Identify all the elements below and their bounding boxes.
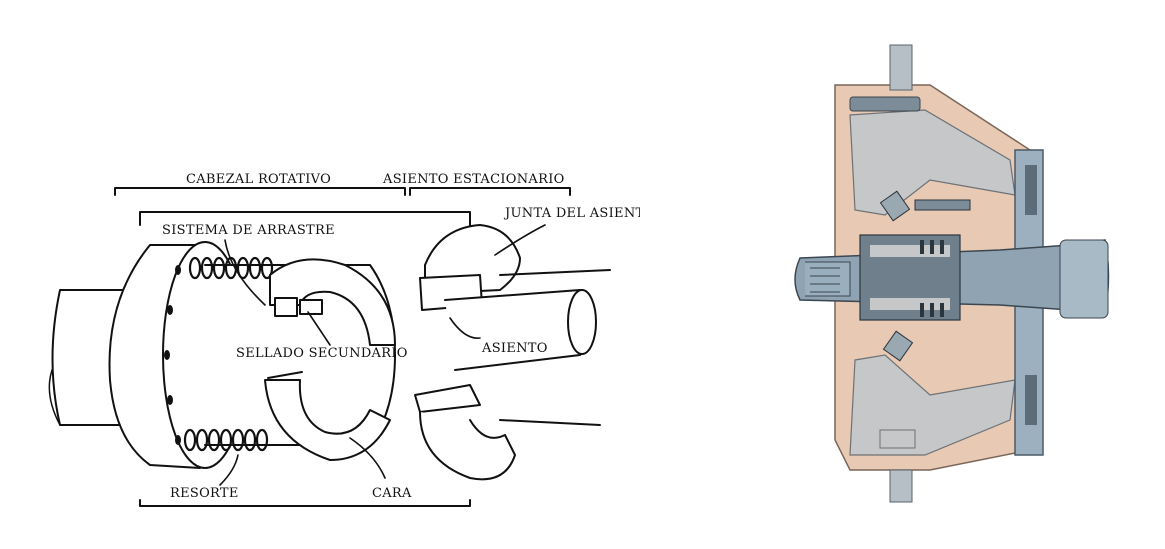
- mechanical-seal-diagram: CABEZAL ROTATIVO ASIENTO ESTACIONARIO SI…: [48, 172, 640, 507]
- bracket-stationary-seat: [409, 187, 571, 196]
- gland-fitting-lower: [882, 330, 914, 362]
- rotating-face-upper: [269, 258, 396, 346]
- casting-cavity-lower: [849, 354, 1016, 456]
- bracket-bottom: [139, 499, 471, 507]
- impeller-plate: [1014, 149, 1044, 456]
- rotating-face-lower: [264, 379, 391, 461]
- bolt-bottom: [889, 469, 913, 503]
- stationary-seat-upper: [424, 224, 521, 293]
- stationary-seat-lower: [414, 384, 481, 413]
- leader-resorte: [219, 454, 239, 486]
- bracket-rotating-head: [114, 187, 406, 196]
- spring-upper: [188, 256, 274, 280]
- label-junta-del-asiento: JUNTA DEL ASIENTO: [503, 206, 640, 221]
- housing-body: [834, 84, 1041, 471]
- bolt-top: [849, 96, 921, 112]
- label-sellado-secundario: SELLADO SECUNDARIO: [236, 346, 408, 361]
- leader-asiento: [449, 317, 481, 339]
- label-asiento: ASIENTO: [481, 341, 548, 356]
- label-resorte: RESORTE: [170, 486, 239, 501]
- leader-cara: [349, 437, 386, 479]
- leader-junta: [494, 224, 546, 256]
- casting-cavity-upper: [849, 109, 1016, 216]
- seal-region: [859, 234, 961, 321]
- spring-lower: [183, 428, 269, 452]
- leader-sistema: [224, 239, 266, 306]
- label-cabezal-rotativo: CABEZAL ROTATIVO: [186, 172, 331, 187]
- label-sistema-de-arrastre: SISTEMA DE ARRASTRE: [162, 223, 335, 238]
- bracket-drive-system: [139, 211, 471, 226]
- gland-fitting-upper: [879, 190, 911, 222]
- label-cara: CARA: [372, 486, 412, 501]
- label-asiento-estacionario: ASIENTO ESTACIONARIO: [382, 172, 565, 187]
- shaft: [794, 239, 1110, 316]
- leader-sellado: [307, 311, 331, 346]
